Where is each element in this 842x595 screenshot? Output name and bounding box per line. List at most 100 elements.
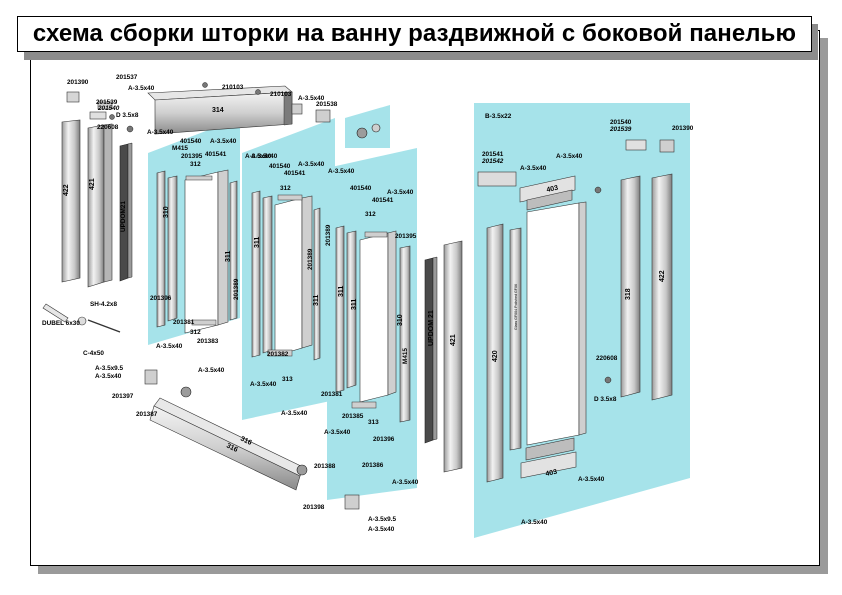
label-311c: 311 xyxy=(254,237,261,248)
label-a35x40-c: A-3.5x40 xyxy=(298,95,325,102)
label-201395a: 201395 xyxy=(181,153,203,160)
label-a35x40-s: A-3.5x40 xyxy=(556,153,583,160)
label-311e: 311 xyxy=(338,286,345,297)
label-422b: 422 xyxy=(659,270,666,282)
profile-422-left xyxy=(61,119,81,283)
label-201389b: 201389 xyxy=(307,248,314,270)
label-dubel: DUBEL 6x30 xyxy=(42,320,80,327)
label-201381b: 201381 xyxy=(321,391,343,398)
label-403b: 403 xyxy=(545,469,558,478)
label-a35x40-n: A-3.5x40 xyxy=(387,189,414,196)
label-b35x22: B-3.5x22 xyxy=(485,113,512,120)
label-421: 421 xyxy=(89,178,96,190)
label-201396b: 201396 xyxy=(373,436,395,443)
label-201398: 201398 xyxy=(303,504,325,511)
wall-fixings xyxy=(42,303,360,510)
label-401541c: 401541 xyxy=(372,197,394,204)
diagram-title: схема сборки шторки на ванну раздвижной … xyxy=(17,16,812,52)
label-201395b: 201395 xyxy=(395,233,417,240)
label-glass-text: Glass GF004 Polished GF06 xyxy=(514,284,518,330)
label-310a: 310 xyxy=(163,206,170,218)
label-201397: 201397 xyxy=(112,393,134,400)
label-201540i: 201540 xyxy=(97,105,120,112)
label-a35x40-u: A-3.5x40 xyxy=(521,519,548,526)
label-a35x40-g: A-3.5x40 xyxy=(298,161,325,168)
label-a35x95b: A-3.5x9.5 xyxy=(368,516,397,523)
label-updom21b: UPDOM 21 xyxy=(428,310,435,346)
left-door xyxy=(156,169,238,334)
label-a35x95a: A-3.5x9.5 xyxy=(95,365,124,372)
label-311a: 311 xyxy=(225,251,232,262)
label-a35x40-b: A-3.5x40 xyxy=(147,129,174,136)
small-parts-left xyxy=(66,82,381,139)
top-profile-314 xyxy=(147,85,293,135)
label-201539i: 201539 xyxy=(609,126,632,133)
label-a35x40-p: A-3.5x40 xyxy=(324,429,351,436)
label-420: 420 xyxy=(492,350,499,362)
side-panel xyxy=(477,139,675,483)
label-312c: 312 xyxy=(190,329,201,336)
label-a35x40-r: A-3.5x40 xyxy=(520,165,547,172)
profile-421-inner xyxy=(103,123,113,283)
label-m415b: M415 xyxy=(402,348,409,364)
label-a35x40-t: A-3.5x40 xyxy=(578,476,605,483)
label-201385: 201385 xyxy=(342,413,364,420)
profile-421-left xyxy=(87,124,105,288)
label-201389a: 201389 xyxy=(233,278,240,300)
label-316a: 316 xyxy=(239,436,253,447)
label-201383: 201383 xyxy=(197,338,219,345)
label-312b: 312 xyxy=(280,185,291,192)
background-panels xyxy=(148,103,690,538)
label-a35x40-q: A-3.5x40 xyxy=(392,479,419,486)
left-wall-profiles xyxy=(61,119,133,288)
center-profiles xyxy=(424,240,463,473)
label-updom21a: UPDOM21 xyxy=(120,201,127,232)
label-314: 314 xyxy=(212,107,224,114)
label-201382: 201382 xyxy=(267,351,289,358)
label-401540b: 401540 xyxy=(269,163,291,170)
label-220608a: 220608 xyxy=(97,124,119,131)
label-201381a: 201381 xyxy=(173,319,195,326)
label-210103a: 210103 xyxy=(222,84,244,91)
label-316b: 316 xyxy=(225,443,239,454)
label-a35x40-l: A-3.5x40 xyxy=(368,526,395,533)
label-401540c: 401540 xyxy=(350,185,372,192)
label-311d: 311 xyxy=(313,295,320,306)
label-a35x40-o: A-3.5x40 xyxy=(281,410,308,417)
label-sh42x8: SH-4.2x8 xyxy=(90,301,117,308)
label-318: 318 xyxy=(625,288,632,300)
label-a35x40-d: A-3.5x40 xyxy=(210,138,237,145)
label-a35x40-i: A-3.5x40 xyxy=(198,367,225,374)
label-201388: 201388 xyxy=(314,463,336,470)
label-m415: M415 xyxy=(172,145,188,152)
label-c4x50: C-4x50 xyxy=(83,350,104,357)
label-a35x40-m: A-3.5x40 xyxy=(328,168,355,175)
label-d35x8a: D 3.5x8 xyxy=(116,112,139,119)
label-401540a: 401540 xyxy=(180,138,202,145)
label-401541a: 401541 xyxy=(205,151,227,158)
label-312a: 312 xyxy=(190,161,201,168)
label-201540: 201540 xyxy=(610,119,632,126)
label-201539: 201539 xyxy=(96,99,118,106)
label-220608b: 220608 xyxy=(596,355,618,362)
label-201386: 201386 xyxy=(362,462,384,469)
label-201537: 201537 xyxy=(116,74,138,81)
panel-small-bracket xyxy=(345,105,390,148)
label-201389c: 201389 xyxy=(325,224,332,246)
label-a35x40-top: A-3.5x40 xyxy=(128,85,155,92)
label-a35x40-h: A-3.5x40 xyxy=(156,343,183,350)
label-310b: 310 xyxy=(397,314,404,326)
label-311f: 311 xyxy=(351,299,358,310)
part-labels: 201390 201537 A-3.5x40 201539 201540 220… xyxy=(42,74,694,533)
right-door xyxy=(335,225,411,423)
label-201541: 201541 xyxy=(482,151,504,158)
label-312d: 312 xyxy=(365,211,376,218)
label-201542i: 201542 xyxy=(481,158,504,165)
middle-door xyxy=(251,190,321,361)
label-201538: 201538 xyxy=(316,101,338,108)
seal-updom21-left-edge xyxy=(127,142,133,279)
label-201390b: 201390 xyxy=(672,125,694,132)
label-a35x40-f: A-3.5x40 xyxy=(251,153,278,160)
label-421b: 421 xyxy=(450,334,457,346)
